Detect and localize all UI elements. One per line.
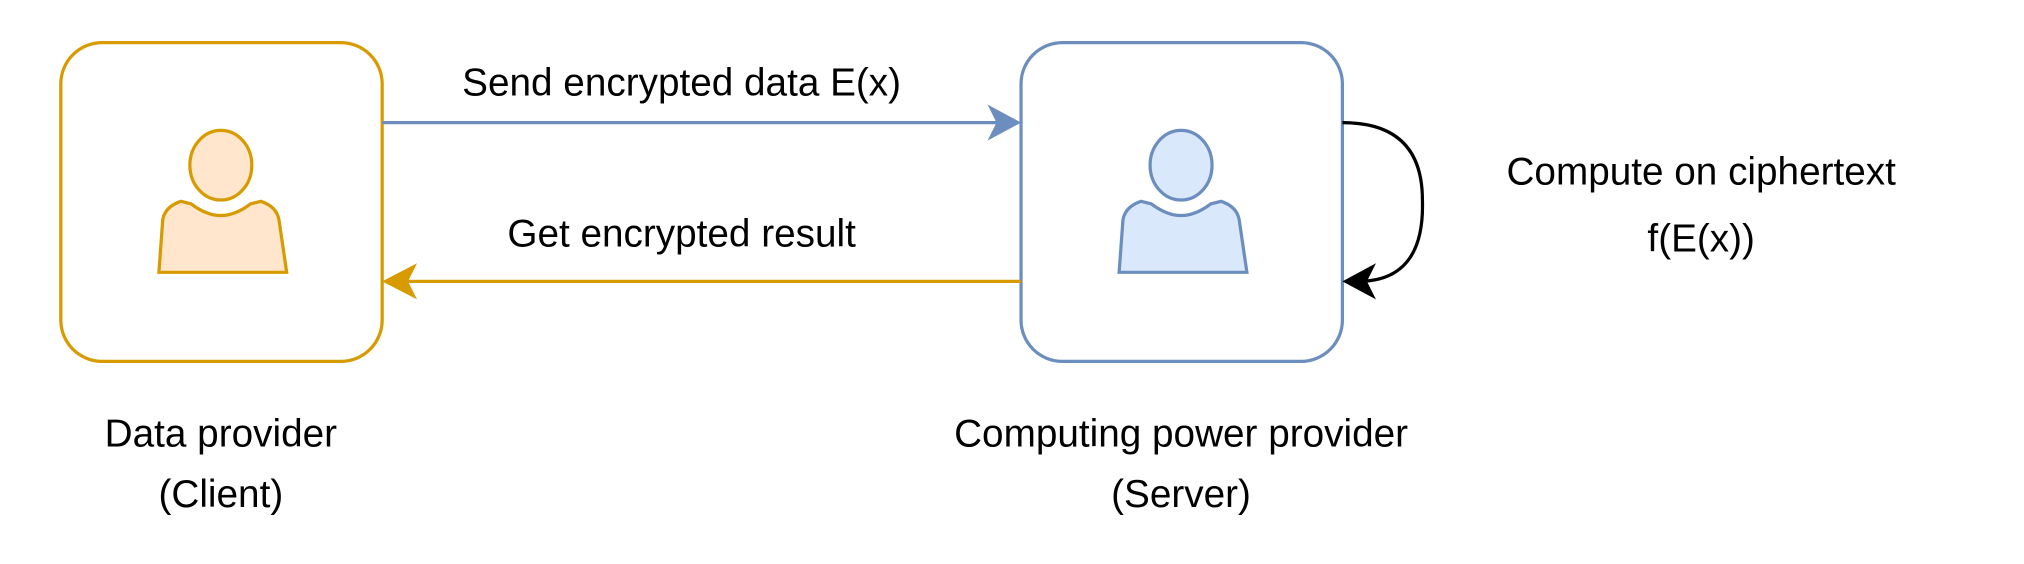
get-arrow[interactable] xyxy=(382,263,1022,300)
client-title: Data provider xyxy=(105,413,337,456)
client-box xyxy=(59,40,384,363)
server-subtitle: (Server) xyxy=(1111,473,1251,516)
send-label: Send encrypted data E(x) xyxy=(462,62,901,105)
client-subtitle: (Client) xyxy=(158,473,283,516)
compute-label-line1: Compute on ciphertext xyxy=(1506,151,1896,194)
server-box xyxy=(1019,40,1345,363)
server-node[interactable] xyxy=(1019,40,1345,363)
client-node[interactable] xyxy=(59,40,384,363)
server-title: Computing power provider xyxy=(954,413,1408,456)
client-person-icon xyxy=(157,128,289,274)
compute-loop-arrow[interactable] xyxy=(1342,120,1425,300)
get-label: Get encrypted result xyxy=(507,213,856,256)
server-person-icon xyxy=(1117,128,1249,274)
send-arrow[interactable] xyxy=(382,104,1022,141)
compute-label-line2: f(E(x)) xyxy=(1647,218,1754,261)
